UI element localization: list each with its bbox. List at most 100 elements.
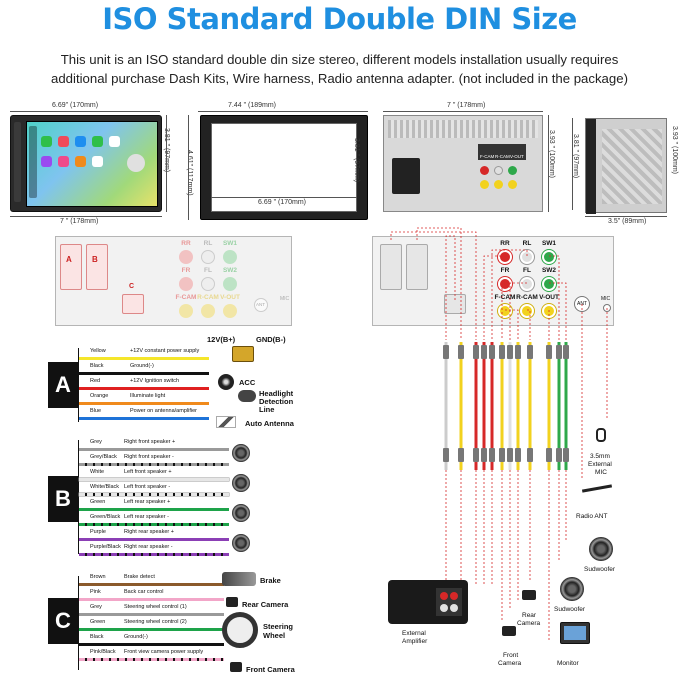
wire-line: [79, 357, 209, 360]
wire-description: Right rear speaker -: [124, 544, 173, 550]
label-rl: RL: [522, 240, 532, 247]
wire-color-label: White: [90, 469, 105, 475]
wire-line: [79, 523, 229, 526]
label-vout: V-OUT: [539, 294, 559, 301]
label-mic: MIC: [601, 296, 611, 302]
label-fr-left: FR: [181, 267, 191, 274]
dim-back-width: 7 " (178mm): [447, 102, 486, 109]
mic-label-3: MIC: [595, 469, 607, 476]
label-sw2-left: SW2: [222, 267, 238, 274]
line-label: Line: [259, 405, 275, 414]
wire-color-label: Blue: [90, 408, 102, 414]
wire-description: Illuminate light: [130, 393, 166, 399]
label-vout-left: V-OUT: [220, 294, 240, 301]
label-rcam: R-CAM: [516, 294, 538, 301]
label-fr: FR: [500, 267, 510, 274]
port-b-label: B: [92, 255, 98, 264]
wire-description: Ground(-): [130, 363, 154, 369]
acc-key-icon: [218, 374, 234, 390]
wire-line: [79, 463, 229, 466]
monitor-label: Monitor: [557, 660, 579, 667]
stereo-back-unit: F-CAM R-CAM V-OUT: [383, 115, 543, 212]
back-label-rcam: R-CAM: [495, 154, 510, 159]
detection-label: Detection: [259, 397, 294, 406]
port-b: B: [86, 244, 108, 290]
wire-color-label: Purple: [90, 529, 106, 535]
wire-line: [79, 658, 224, 661]
headlight-label: Headlight: [259, 389, 294, 398]
wire-line: [79, 493, 229, 496]
wire-line: [79, 628, 224, 631]
label-sw1: SW1: [541, 240, 557, 247]
radio-ant-label: Radio ANT: [576, 513, 608, 520]
auto-antenna-icon: [216, 416, 236, 428]
external-amplifier-icon: [388, 580, 468, 624]
front-camera-label-2: Camera: [498, 660, 522, 667]
dim-front-width: 6.69" (170mm): [52, 102, 99, 109]
wire-description: Right rear speaker +: [124, 529, 174, 535]
label-fcam: F-CAM: [494, 294, 516, 301]
wire-line: [79, 538, 229, 541]
wire-line: [79, 387, 209, 390]
front-camera-c-icon: [230, 662, 242, 672]
harness-b-letter: B: [48, 476, 78, 522]
wire-description: Right front speaker +: [124, 439, 176, 445]
power-label-gnd: GND(B-): [256, 335, 286, 344]
label-sw2: SW2: [541, 267, 557, 274]
dim-side-depth: 3.5" (89mm): [608, 218, 647, 225]
wire-description: +12V constant power supply: [130, 348, 200, 354]
label-rr: RR: [500, 240, 510, 247]
brake-icon: [222, 572, 256, 586]
wire-description: Back car control: [124, 589, 164, 595]
label-ant-left: ANT: [256, 302, 265, 307]
label-fcam-left: F-CAM: [175, 294, 197, 301]
port-c-label: C: [129, 283, 135, 290]
wire-description: Power on antenna/amplifier: [130, 408, 197, 414]
sudwoofer-1-icon: [589, 537, 613, 561]
label-rr-left: RR: [181, 240, 191, 247]
monitor-icon: [560, 622, 590, 644]
wire-color-label: Grey: [90, 604, 102, 610]
ext-amp-label-2: Amplifier: [402, 638, 428, 645]
battery-icon: [232, 346, 254, 362]
wire-line: [79, 583, 224, 586]
port-a: A: [60, 244, 82, 290]
front-camera-c-label: Front Camera: [246, 665, 295, 674]
wire-line: [79, 448, 229, 451]
label-fl: FL: [523, 267, 531, 274]
wheel-label: Wheel: [263, 631, 286, 640]
brake-label: Brake: [260, 576, 281, 585]
wire-color-label: Black: [90, 363, 104, 369]
wire-description: +12V Ignition switch: [130, 378, 180, 384]
wire-description: Left front speaker +: [124, 469, 172, 475]
dim-frame-inner: 6.69 " (170mm): [258, 199, 307, 206]
speaker-3-icon: [232, 504, 250, 522]
front-camera-label-1: Front: [503, 652, 519, 659]
harness-a-letter: A: [48, 362, 78, 408]
rear-camera-label-2: Camera: [517, 620, 541, 627]
wire-line: [79, 478, 229, 481]
sudwoofer-2-icon: [560, 577, 584, 601]
steering-label: Steering: [263, 622, 294, 631]
wire-description: Front view camera power supply: [124, 649, 204, 655]
port-c: C: [122, 283, 144, 314]
speaker-4-icon: [232, 534, 250, 552]
label-rl-left: RL: [203, 240, 213, 247]
wire-color-label: Grey/Black: [90, 454, 117, 460]
acc-label: ACC: [239, 378, 256, 387]
steering-wheel-icon: [222, 612, 258, 648]
power-label-12v: 12V(B+): [207, 335, 236, 344]
ext-amp-label-1: External: [402, 630, 426, 637]
rear-camera-c-icon: [226, 597, 238, 607]
description: This unit is an ISO standard double din …: [10, 50, 669, 88]
wire-color-label: Green: [90, 499, 106, 505]
back-label-vout: V-OUT: [510, 154, 524, 159]
label-rcam-left: R-CAM: [197, 294, 219, 301]
speaker-1-icon: [232, 444, 250, 462]
mic-label-2: External: [588, 461, 612, 468]
mic-label-1: 3.5mm: [590, 453, 610, 460]
wire-description: Left rear speaker -: [124, 514, 169, 520]
port-a-label: A: [66, 255, 72, 264]
wire-description: Steering wheel control (2): [124, 619, 187, 625]
harness-c-letter: C: [48, 598, 78, 644]
